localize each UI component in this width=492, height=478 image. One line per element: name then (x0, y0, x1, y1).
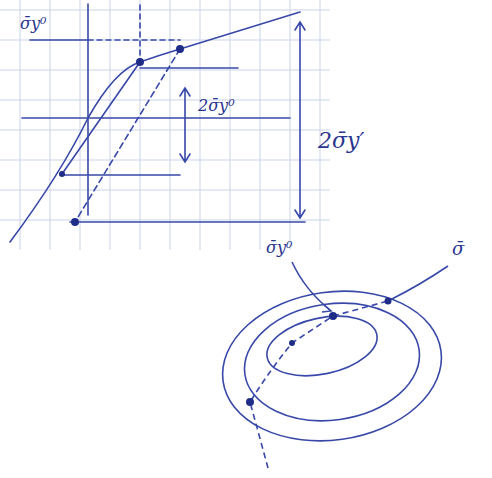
state-dots (59, 45, 184, 226)
yield-stress-label: σ̄ (452, 240, 464, 258)
yield-surfaces (213, 262, 451, 468)
yield-stress-label: σ̄y⁰ (20, 16, 46, 32)
graph-paper-grid (0, 0, 330, 250)
stress-strain-curve (10, 4, 305, 242)
range-label: 2σ̄y⁰ (198, 98, 235, 114)
yield-stress-label: σ̄y⁰ (266, 240, 292, 256)
surface-dots (246, 298, 392, 407)
range-label: 2σ̄y′ (318, 130, 364, 152)
